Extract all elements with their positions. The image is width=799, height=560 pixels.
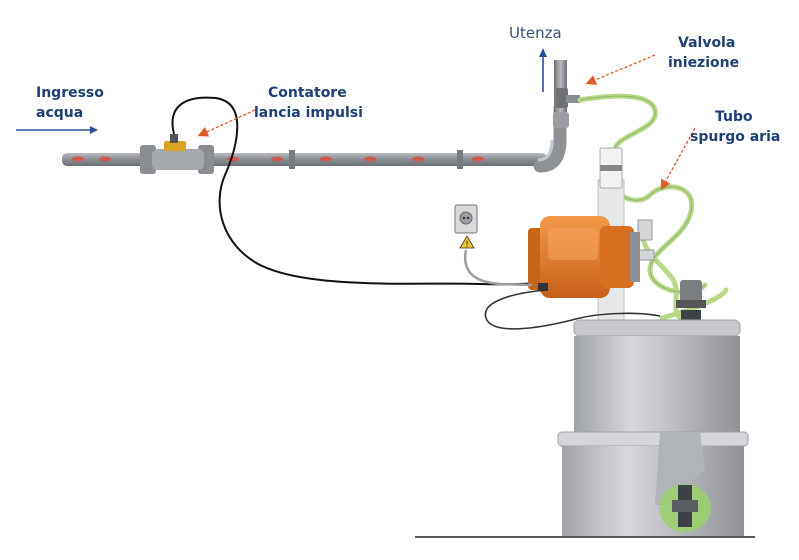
inlet-flow-arrow	[16, 126, 98, 134]
pulse-signal-cable	[171, 96, 546, 286]
tubo-label-line1: Tubo	[715, 109, 753, 125]
valvola-label-line1: Valvola	[678, 35, 735, 51]
valvola-pointer-arrow	[585, 54, 656, 85]
tubo-label-line2: spurgo aria	[690, 129, 780, 145]
contatore-label-line2: lancia impulsi	[254, 105, 363, 121]
injection-valve	[553, 88, 580, 128]
ingresso-label-line2: acqua	[36, 105, 83, 121]
svg-text:!: !	[465, 240, 469, 250]
power-cable	[463, 249, 533, 287]
contatore-label-line1: Contatore	[268, 85, 347, 101]
outlet-flow-arrow	[539, 48, 547, 92]
contatore-pointer-arrow	[197, 109, 256, 137]
pulse-water-meter	[140, 134, 214, 174]
tubo-pointer-arrow	[660, 127, 696, 191]
power-socket-icon	[454, 204, 478, 234]
valvola-label-line2: iniezione	[668, 55, 739, 71]
tank-fitting	[676, 280, 706, 322]
chemical-tank	[557, 319, 749, 536]
warning-triangle-icon: !	[459, 235, 475, 250]
utenza-label: Utenza	[509, 24, 562, 42]
dosing-pump	[528, 216, 640, 298]
level-probe-cable	[484, 289, 661, 330]
ingresso-label-line1: Ingresso	[36, 85, 104, 101]
